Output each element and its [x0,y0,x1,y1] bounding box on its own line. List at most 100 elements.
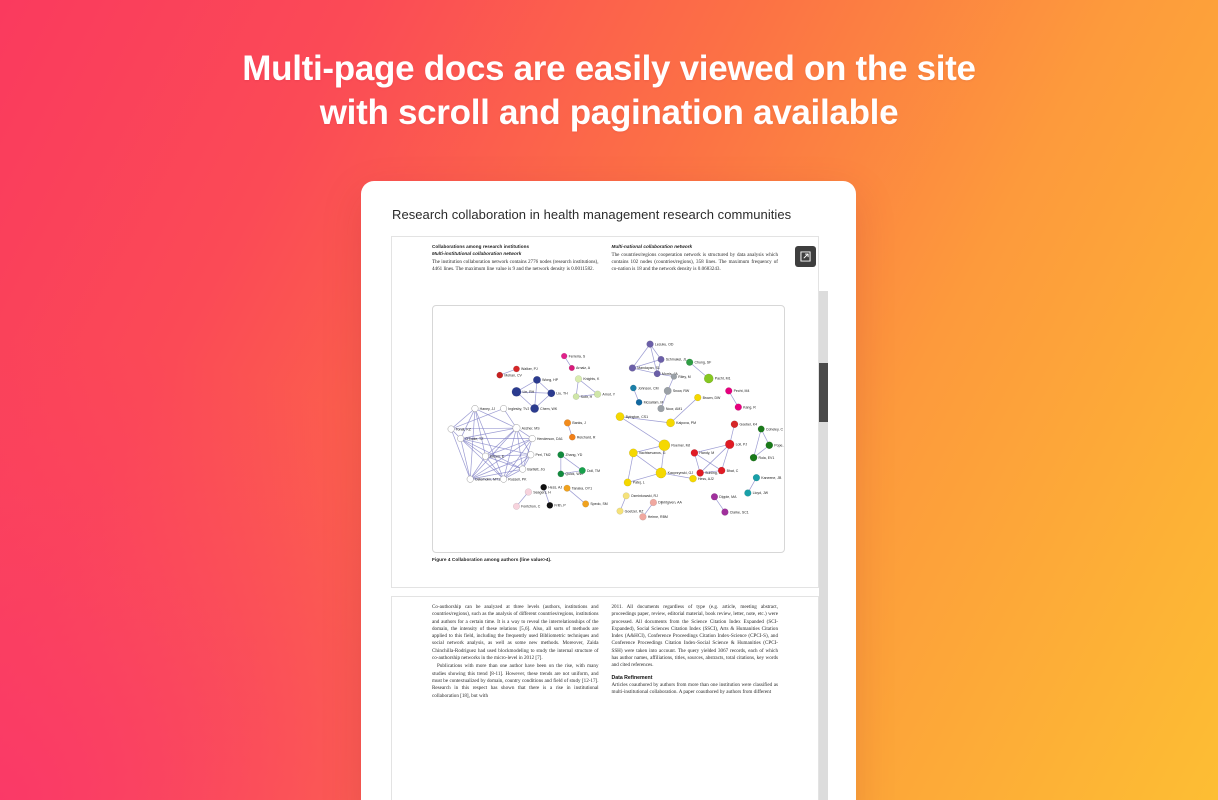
svg-text:Tonat, KZ: Tonat, KZ [456,427,472,431]
page-2-right-paragraph-2: Articles coauthored by authors from more… [611,681,779,695]
svg-text:Rola, EV1: Rola, EV1 [759,456,775,460]
page-1-right-subhead: Multi-national collaboration network [611,244,693,249]
svg-text:Banks, J: Banks, J [572,421,586,425]
page-1-right-column: Multi-national collaboration network The… [612,243,779,273]
svg-text:Frith, P: Frith, P [554,504,566,508]
page-2-left-paragraph-1: Co-authorship can be analyzed at three l… [432,604,599,662]
svg-text:Doll, TM: Doll, TM [587,469,600,473]
svg-text:Patej, L: Patej, L [633,481,645,485]
data-refinement-heading: Data Refinement [611,674,653,681]
svg-text:Perl, TM2: Perl, TM2 [535,453,550,457]
viewer-scrollbar-track[interactable] [819,291,828,800]
svg-text:Sotir, H: Sotir, H [581,395,593,399]
svg-text:Kang, R: Kang, R [743,405,756,409]
page-headline: Multi-page docs are easily viewed on the… [0,47,1218,135]
svg-text:Snow, RW: Snow, RW [673,389,690,393]
svg-text:Kaneene, JB: Kaneene, JB [761,476,782,480]
svg-text:Russell, PK: Russell, PK [508,477,527,481]
svg-text:Lloyd, JW: Lloyd, JW [753,491,769,495]
page-1-left-column: Collaborations among research institutio… [432,243,599,273]
svg-text:Ferreira, S: Ferreira, S [569,354,586,358]
svg-text:Arnot, Y: Arnot, Y [602,392,615,396]
viewer-scrollbar-thumb[interactable] [819,363,828,422]
svg-text:Mcsallam, M: Mcsallam, M [644,401,664,405]
svg-text:Mandayan, S1: Mandayan, S1 [637,366,660,370]
document-card: Research collaboration in health managem… [361,181,856,800]
external-link-icon [800,251,811,262]
document-viewer[interactable]: Collaborations among research institutio… [391,236,828,800]
svg-text:Roemer, MJ: Roemer, MJ [671,444,690,448]
svg-text:Suhling, J: Suhling, J [705,471,721,475]
svg-text:Pecht, M4: Pecht, M4 [734,389,750,393]
svg-text:Coheley, C: Coheley, C [766,427,784,431]
svg-text:Pope, H: Pope, H [774,444,785,448]
page-2-left-column: Co-authorship can be analyzed at three l… [432,603,599,700]
svg-text:Hess, AJ2: Hess, AJ2 [698,477,714,481]
svg-text:Liu, TH: Liu, TH [556,392,568,396]
svg-text:Ascher, MS: Ascher, MS [522,426,541,430]
svg-text:Dipple, MA: Dipple, MA [719,495,737,499]
svg-text:Goebel, K4: Goebel, K4 [739,423,757,427]
page-1-right-body: The countries/regions cooperation networ… [611,251,779,273]
expand-document-button[interactable] [795,246,816,267]
svg-text:Goetzel, RZ: Goetzel, RZ [625,509,645,513]
svg-text:Lin, RH: Lin, RH [522,390,534,394]
svg-text:Ozminkowski, RJ: Ozminkowski, RJ [631,494,658,498]
svg-text:Zhang, YD: Zhang, YD [566,453,583,457]
svg-text:Osterholm, MT1: Osterholm, MT1 [475,477,500,481]
page-2-right-column: 2011. All documents regardless of type (… [612,603,779,700]
svg-text:Clarke, SC1: Clarke, SC1 [730,510,749,514]
document-title: Research collaboration in health managem… [392,207,792,222]
svg-text:Bartlett, JG: Bartlett, JG [527,467,545,471]
page-2-left-paragraph-2: Publications with more than one author h… [432,663,599,699]
svg-text:Brown, DW: Brown, DW [703,396,721,400]
svg-text:Loll, PJ: Loll, PJ [736,443,748,447]
svg-text:Fontchon, C: Fontchon, C [521,505,541,509]
svg-text:Tanaka, OY1: Tanaka, OY1 [572,486,592,490]
document-page-1: Collaborations among research institutio… [391,236,819,588]
svg-text:Dijkhtgiven, AA: Dijkhtgiven, AA [658,501,682,505]
svg-text:Seagers, H: Seagers, H [533,490,551,494]
svg-text:Walker, PJ: Walker, PJ [521,367,538,371]
network-graph-figure: Walker, PJ Mohan, CV Ferreira, S Arnaiz, A K… [432,305,785,553]
svg-text:Vachtsevanos, G: Vachtsevanos, G [639,451,666,455]
svg-text:O'Toole, TZ: O'Toole, TZ [465,437,484,441]
svg-text:Lecuku, OD: Lecuku, OD [655,342,674,346]
svg-text:Bhat, C: Bhat, C [727,469,739,473]
svg-text:Morris, JA: Morris, JA [662,372,678,376]
svg-text:Eitzen, E: Eitzen, E [490,454,505,458]
svg-text:Riley, M: Riley, M [678,375,691,379]
svg-text:Johnson, CM: Johnson, CM [638,386,659,390]
headline-line-1: Multi-page docs are easily viewed on the… [242,49,976,88]
svg-text:Heirne, RBM: Heirne, RBM [648,515,668,519]
svg-text:Henderson, DA1: Henderson, DA1 [537,437,563,441]
svg-text:Quick, WW: Quick, WW [565,472,583,476]
svg-text:Pacht, M1: Pacht, M1 [715,377,731,381]
page-1-left-subhead: Multi-institutional collaboration networ… [432,251,522,256]
svg-text:Noor, AM1: Noor, AM1 [666,407,682,411]
svg-text:Reichard, R: Reichard, R [577,435,596,439]
figure-caption: Figure 4 Collaboration among authors (li… [432,557,552,562]
page-1-left-body: The institution collaboration network co… [432,258,599,272]
svg-text:Spedo, SM: Spedo, SM [590,502,607,506]
page-2-columns: Co-authorship can be analyzed at three l… [400,597,810,700]
svg-text:Chem, WK: Chem, WK [540,407,558,411]
headline-line-2: with scroll and pagination available [319,93,899,132]
svg-text:Mohan, CV: Mohan, CV [504,373,522,377]
svg-text:Arnaiz, A: Arnaiz, A [576,366,591,370]
svg-text:Byington, CS1: Byington, CS1 [626,415,649,419]
svg-text:Haney, JJ: Haney, JJ [480,407,496,411]
svg-text:Hess, AJ: Hess, AJ [548,485,562,489]
network-graph-svg: Walker, PJ Mohan, CV Ferreira, S Arnaiz, A K… [447,340,785,521]
svg-text:Schmukel, JL: Schmukel, JL [666,358,687,362]
svg-text:Knights, K: Knights, K [583,377,600,381]
svg-text:Chung, SF: Chung, SF [694,361,711,365]
svg-text:Wong, HP: Wong, HP [542,378,559,382]
page-1-columns: Collaborations among research institutio… [400,237,810,273]
svg-text:Handy, M: Handy, M [699,451,714,455]
page-1-kicker: Collaborations among research institutio… [432,244,530,249]
page-2-right-paragraph-1: 2011. All documents regardless of type (… [611,604,779,669]
document-page-2: Co-authorship can be analyzed at three l… [391,596,819,800]
svg-text:Kalpova, PM: Kalpova, PM [676,421,696,425]
svg-text:Kacprzynski, GJ: Kacprzynski, GJ [668,471,694,475]
